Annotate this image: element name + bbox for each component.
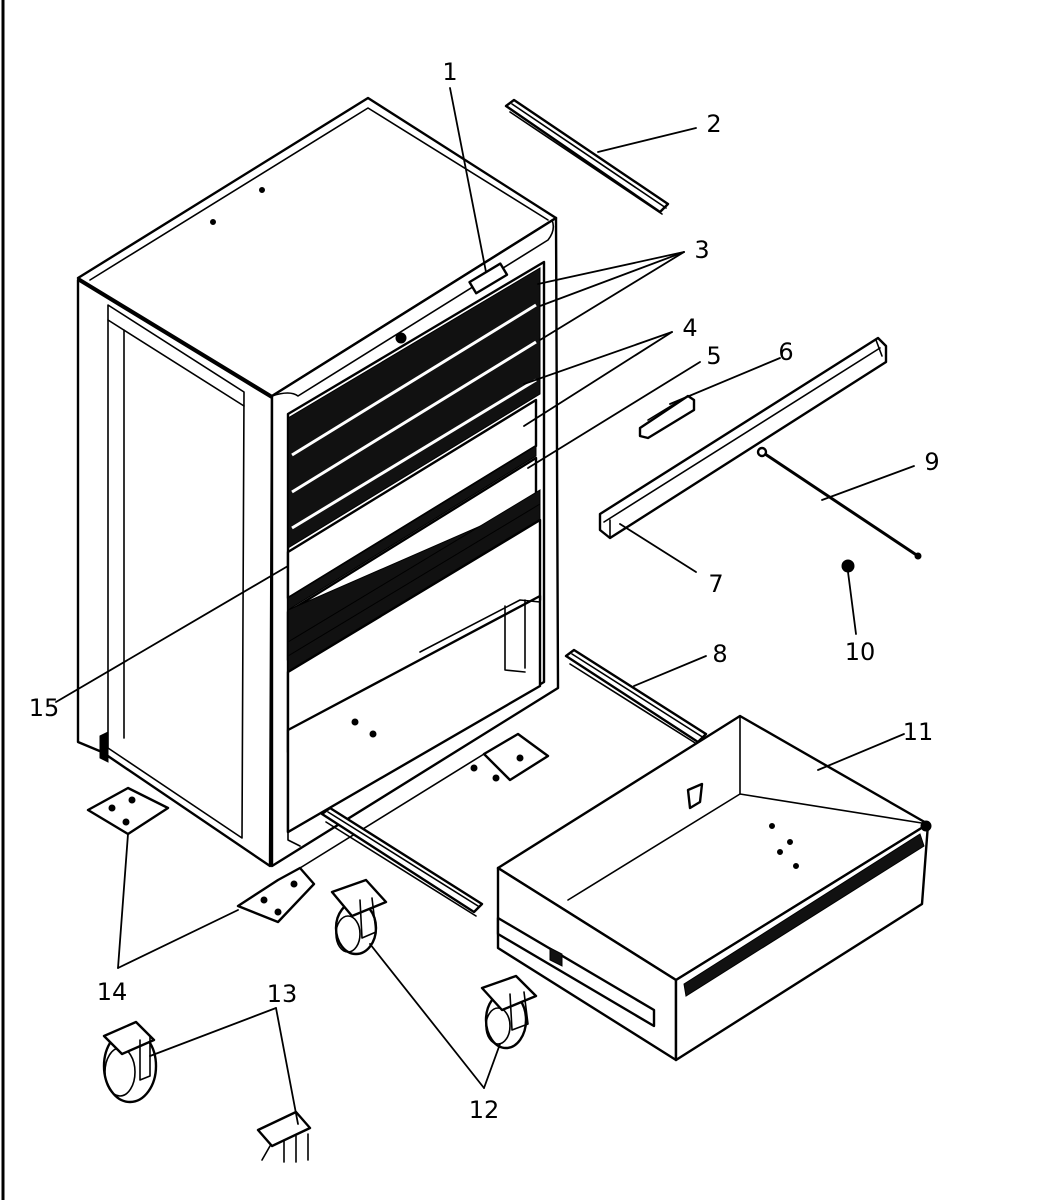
part-2-top-rail [504, 98, 670, 215]
nameplate [468, 262, 509, 295]
drawer-fronts [286, 267, 542, 754]
callout-15: 15 [29, 694, 60, 722]
lock [395, 332, 407, 344]
part-10-screw [841, 559, 855, 573]
callout-6: 6 [778, 338, 793, 366]
cabinet [76, 96, 560, 868]
callout-2: 2 [706, 110, 721, 138]
part-6-handle [638, 394, 696, 440]
callout-8: 8 [712, 640, 727, 668]
part-13-casters [102, 1020, 312, 1163]
part-9-rod [756, 446, 922, 560]
callout-7: 7 [708, 570, 723, 598]
callout-9: 9 [924, 448, 939, 476]
callout-labels: 1 2 3 4 5 6 7 8 9 10 11 12 13 14 15 [29, 58, 940, 1124]
leader-lines [55, 87, 915, 1125]
callout-12: 12 [469, 1096, 500, 1124]
bottom-slide [320, 806, 484, 917]
callout-4: 4 [682, 314, 697, 342]
callout-3: 3 [694, 236, 709, 264]
callout-14: 14 [97, 978, 128, 1006]
part-12-casters [330, 878, 538, 1050]
callout-1: 1 [442, 58, 457, 86]
callout-11: 11 [903, 718, 934, 746]
part-7-drawer-slide [598, 336, 888, 540]
part-8-side-rail [564, 648, 708, 747]
callout-13: 13 [267, 980, 298, 1008]
callout-5: 5 [706, 342, 721, 370]
part-14-brackets [86, 732, 550, 924]
cabinet-side-panel [76, 278, 274, 868]
callout-10: 10 [845, 638, 876, 666]
part-11-drawer [496, 714, 932, 1062]
